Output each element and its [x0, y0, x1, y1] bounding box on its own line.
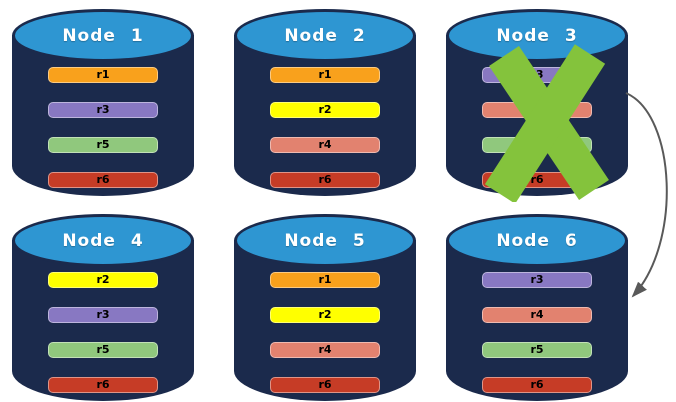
- partition-bar: r6: [270, 172, 380, 188]
- node-label: Node 5: [284, 230, 366, 251]
- partition-bar: r3: [48, 307, 158, 323]
- partition-bar: r6: [48, 172, 158, 188]
- node-4-cylinder: Node 4 r2 r3 r5 r6: [12, 214, 194, 401]
- node-label: Node 1: [62, 25, 144, 46]
- partition-bar: r2: [270, 307, 380, 323]
- partition-bar: r5: [482, 137, 592, 153]
- node-2-cylinder: Node 2 r1 r2 r4 r6: [234, 9, 416, 196]
- partition-bar: r5: [48, 137, 158, 153]
- partition-bar: r1: [270, 67, 380, 83]
- partition-bar: r1: [270, 272, 380, 288]
- partition-list: r3 r4 r5 r6: [482, 272, 592, 402]
- partition-bar: r2: [270, 102, 380, 118]
- cylinder-top: Node 6: [446, 214, 628, 267]
- partition-bar: r6: [270, 377, 380, 393]
- partition-bar: r1: [48, 67, 158, 83]
- cylinder-top: Node 2: [234, 9, 416, 62]
- partition-list: r1 r3 r5 r6: [48, 67, 158, 207]
- partition-bar: r6: [48, 377, 158, 393]
- partition-bar: r3: [482, 272, 592, 288]
- partition-list: r1 r2 r4 r6: [270, 67, 380, 207]
- partition-bar: r6: [482, 172, 592, 188]
- cylinder-top: Node 5: [234, 214, 416, 267]
- partition-list: r1 r2 r4 r6: [270, 272, 380, 402]
- partition-bar: r5: [48, 342, 158, 358]
- partition-bar: r4: [482, 102, 592, 118]
- cylinder-top: Node 3: [446, 9, 628, 62]
- node-6-cylinder: Node 6 r3 r4 r5 r6: [446, 214, 628, 401]
- node-label: Node 2: [284, 25, 366, 46]
- partition-bar: r4: [482, 307, 592, 323]
- partition-bar: r4: [270, 137, 380, 153]
- cylinder-top: Node 1: [12, 9, 194, 62]
- partition-list: r2 r3 r5 r6: [48, 272, 158, 402]
- partition-bar: r5: [482, 342, 592, 358]
- partition-bar: r3: [48, 102, 158, 118]
- node-5-cylinder: Node 5 r1 r2 r4 r6: [234, 214, 416, 401]
- node-label: Node 3: [496, 25, 578, 46]
- partition-bar: r2: [48, 272, 158, 288]
- partition-bar: r6: [482, 377, 592, 393]
- node-3-cylinder: Node 3 r3 r4 r5 r6: [446, 9, 628, 196]
- node-label: Node 4: [62, 230, 144, 251]
- node-1-cylinder: Node 1 r1 r3 r5 r6: [12, 9, 194, 196]
- partition-bar: r3: [482, 67, 592, 83]
- partition-list: r3 r4 r5 r6: [482, 67, 592, 207]
- partition-bar: r4: [270, 342, 380, 358]
- cylinder-top: Node 4: [12, 214, 194, 267]
- node-label: Node 6: [496, 230, 578, 251]
